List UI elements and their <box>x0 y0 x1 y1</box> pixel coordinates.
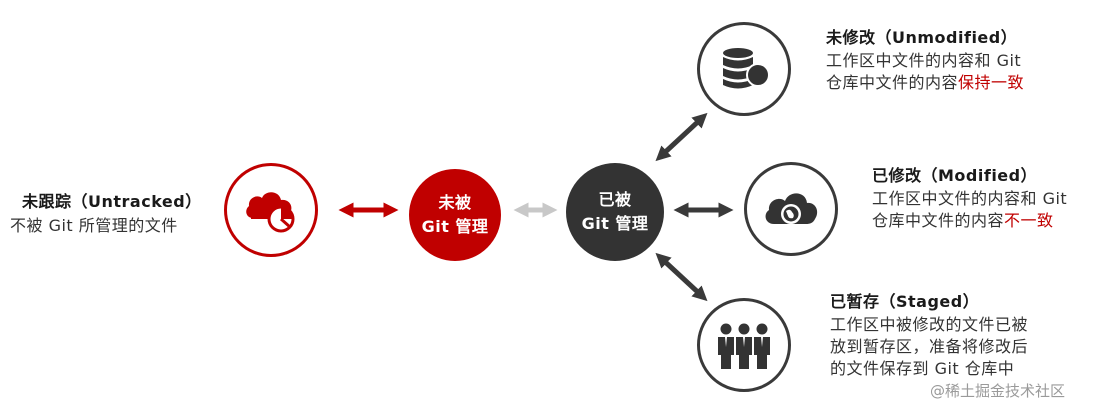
people-group-icon <box>718 323 770 369</box>
staged-ring <box>697 298 791 392</box>
modified-desc-text: 工作区中文件的内容和 Git 仓库中文件的内容 <box>872 189 1068 230</box>
managed-node: 已被 Git 管理 <box>566 163 664 261</box>
cloud-pie-chart-icon <box>246 192 295 233</box>
untracked-title: 未跟踪（Untracked） <box>22 192 202 211</box>
unmodified-desc-highlight: 保持一致 <box>958 73 1025 92</box>
unmodified-desc: 工作区中文件的内容和 Git 仓库中文件的内容保持一致 <box>826 50 1036 94</box>
unmodified-ring <box>697 22 791 116</box>
managed-line2: Git 管理 <box>581 214 649 233</box>
unmodified-title: 未修改（Unmodified） <box>826 28 1018 47</box>
untracked-ring <box>224 163 318 257</box>
cloud-globe-icon <box>765 193 818 224</box>
database-icon <box>723 48 770 89</box>
arrow-managed-staged <box>655 252 708 302</box>
modified-ring <box>744 162 838 256</box>
modified-desc: 工作区中文件的内容和 Git 仓库中文件的内容不一致 <box>872 188 1082 232</box>
staged-desc: 工作区中被修改的文件已被放到暂存区，准备将修改后的文件保存到 Git 仓库中 <box>830 315 1029 378</box>
managed-line1: 已被 <box>598 190 632 209</box>
arrow-managed-unmodified <box>655 112 708 162</box>
untracked-desc: 不被 Git 所管理的文件 <box>10 216 178 235</box>
not-managed-line1: 未被 <box>438 193 472 212</box>
unmodified-desc-text: 工作区中文件的内容和 Git 仓库中文件的内容 <box>826 51 1022 92</box>
modified-title: 已修改（Modified） <box>872 166 1038 185</box>
not-managed-node: 未被 Git 管理 <box>409 169 501 261</box>
not-managed-line2: Git 管理 <box>421 217 489 236</box>
staged-title: 已暂存（Staged） <box>830 292 980 311</box>
modified-desc-highlight: 不一致 <box>1004 211 1054 230</box>
watermark: @稀土掘金技术社区 <box>930 382 1066 400</box>
